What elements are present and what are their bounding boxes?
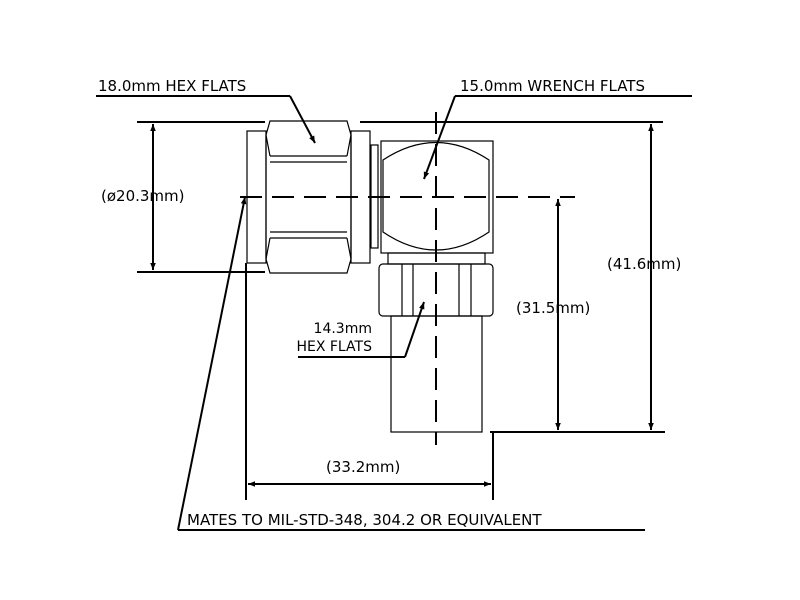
straight-connector-body <box>246 120 379 274</box>
label-hex-flats: 18.0mm HEX FLATS <box>98 77 246 95</box>
label-height-center: (31.5mm) <box>516 299 590 317</box>
extension-lines <box>137 121 665 500</box>
label-small-hex-2: HEX FLATS <box>296 339 372 355</box>
leader-mates <box>177 196 247 531</box>
leader-wrench-flats <box>423 95 456 180</box>
label-height-total: (41.6mm) <box>607 255 681 273</box>
label-diameter: (ø20.3mm) <box>101 187 185 205</box>
label-width: (33.2mm) <box>326 458 400 476</box>
leader-small-hex <box>404 301 425 358</box>
leader-hex-flats <box>289 95 316 144</box>
label-wrench-flats: 15.0mm WRENCH FLATS <box>460 77 645 95</box>
label-small-hex-1: 14.3mm <box>314 321 372 337</box>
label-mates-note: MATES TO MIL-STD-348, 304.2 OR EQUIVALEN… <box>187 511 542 529</box>
